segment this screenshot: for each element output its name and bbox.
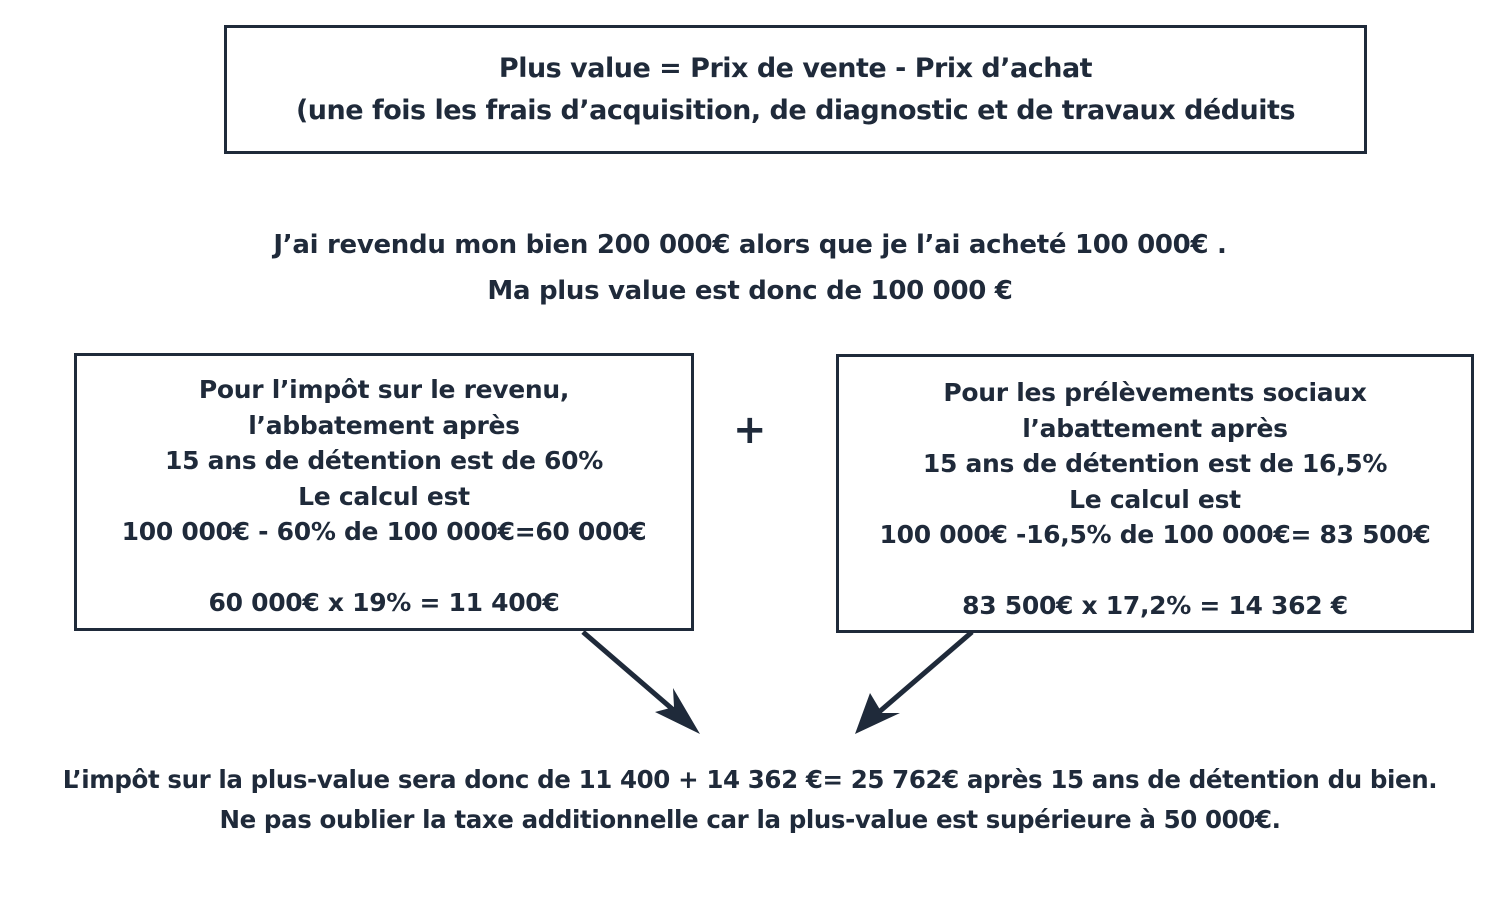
conclusion-text: L’impôt sur la plus-value sera donc de 1… [0,760,1500,840]
example-line-1: J’ai revendu mon bien 200 000€ alors que… [273,230,1227,260]
formula-line-2: (une fois les frais d’acquisition, de di… [295,95,1296,126]
example-text: J’ai revendu mon bien 200 000€ alors que… [0,222,1500,314]
ir-result: 60 000€ x 19% = 11 400€ [208,588,560,617]
ir-line-1: Pour l’impôt sur le revenu, [198,375,570,404]
conclusion-line-2: Ne pas oublier la taxe additionnelle car… [219,805,1281,834]
conclusion-line-1: L’impôt sur la plus-value sera donc de 1… [62,765,1438,794]
ps-line-1: Pour les prélèvements sociaux [943,378,1367,407]
ps-line-3: 15 ans de détention est de 16,5% [922,449,1388,478]
formula-box: Plus value = Prix de vente - Prix d’acha… [224,25,1367,154]
prelevements-sociaux-box: Pour les prélèvements sociaux l’abatteme… [836,354,1474,633]
arrow-right-icon [855,630,974,734]
formula-line-1: Plus value = Prix de vente - Prix d’acha… [498,53,1093,84]
ps-result: 83 500€ x 17,2% = 14 362 € [962,591,1348,620]
plus-operator: + [733,407,767,453]
ir-line-2: l’abbatement après [248,410,520,440]
ps-line-2: l’abattement après [1022,413,1288,443]
impot-revenu-box: Pour l’impôt sur le revenu, l’abbatement… [74,353,694,631]
ir-line-5: 100 000€ - 60% de 100 000€=60 000€ [121,517,647,546]
ps-line-5: 100 000€ -16,5% de 100 000€= 83 500€ [879,520,1431,549]
ir-line-4: Le calcul est [298,481,470,511]
example-line-2: Ma plus value est donc de 100 000 € [487,276,1013,306]
ir-line-3: 15 ans de détention est de 60% [165,446,603,475]
arrow-left-icon [581,630,700,734]
ps-line-4: Le calcul est [1069,484,1241,514]
